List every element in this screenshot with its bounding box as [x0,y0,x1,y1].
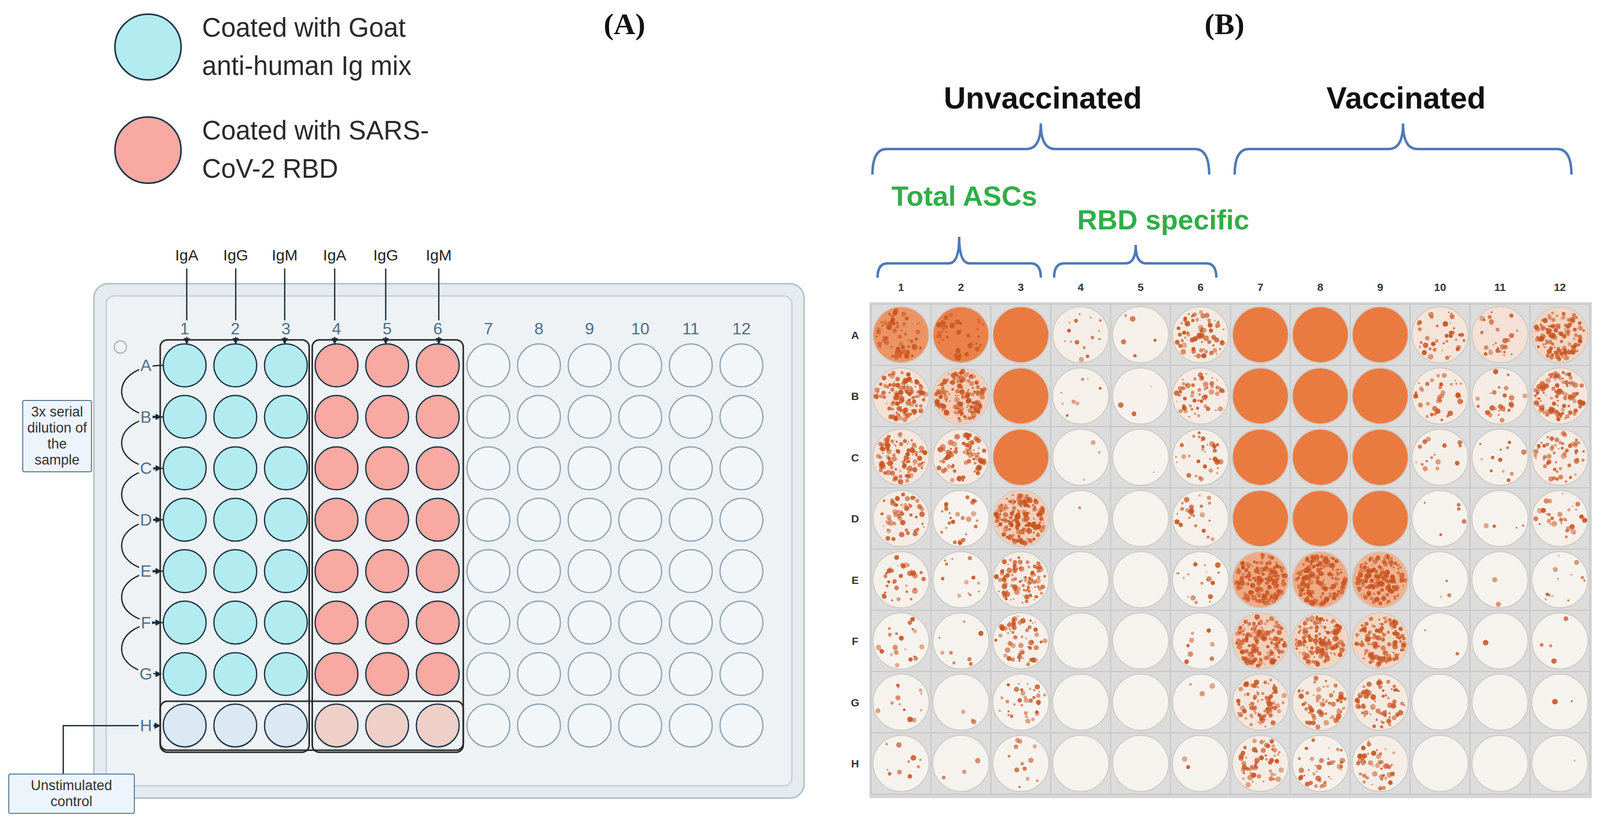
page: (A)(B)IgAIgGIgMIgAIgGIgM123456789101112A… [0,0,1600,833]
